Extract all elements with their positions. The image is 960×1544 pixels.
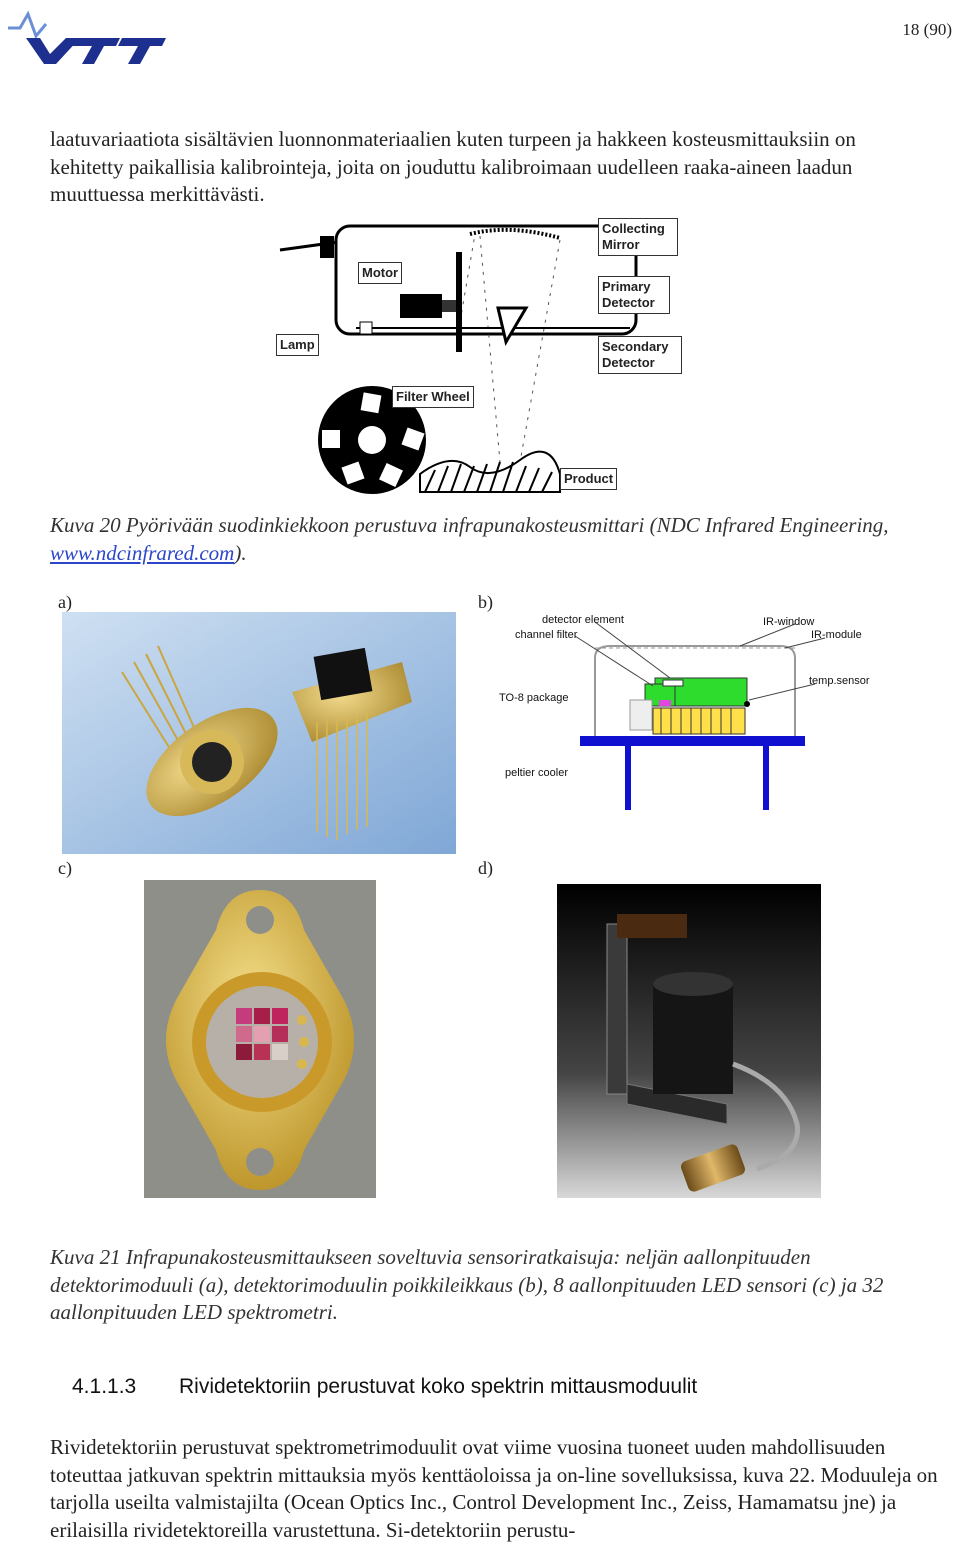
panel-b-diagram: detector element channel filter IR-windo… [495,608,920,838]
body-paragraph: Rividetektoriin perustuvat spektrometrim… [50,1435,938,1542]
label-lamp: Lamp [276,334,319,356]
section-title: Rividetektoriin perustuvat koko spektrin… [179,1375,698,1398]
label-product: Product [560,468,618,490]
panel-c-label: c) [58,858,72,878]
label-temp-sensor: temp.sensor [809,675,870,687]
figure-20-caption: Kuva 20 Pyörivään suodinkiekkoon perustu… [50,513,889,565]
panel-d-photo [557,884,821,1198]
page-number: 18 (90) [902,20,952,39]
label-secondary-detector: Secondary Detector [598,336,682,374]
panel-a-label: a) [58,592,72,612]
panel-a-photo [62,612,456,854]
panel-c-photo [144,880,376,1198]
vtt-logo [8,10,166,64]
intro-paragraph: laatuvariaatiota sisältävien luonnonmate… [50,127,856,206]
figure-20-illustration: Collecting Mirror Motor Primary Detector… [270,212,690,497]
ndc-link[interactable]: www.ndcinfrared.com [50,540,235,565]
label-to8-package: TO-8 package [499,692,569,704]
label-ir-module: IR-module [811,629,862,641]
moisture-meter-drawing [279,224,638,494]
panel-d-label: d) [478,858,493,878]
label-primary-detector: Primary Detector [598,276,670,314]
panel-b-label: b) [478,592,493,612]
label-motor: Motor [358,262,403,284]
label-collecting-mirror: Collecting Mirror [598,218,678,256]
section-number: 4.1.1.3 [72,1375,137,1398]
label-detector-element: detector element [542,614,624,626]
label-peltier-cooler: peltier cooler [505,767,568,779]
figure-21-caption: Kuva 21 Infrapunakosteusmittaukseen sove… [50,1245,884,1324]
label-channel-filter: channel filter [515,629,578,641]
label-filter-wheel: Filter Wheel [392,386,474,408]
label-ir-window: IR-window [763,616,815,628]
cross-section-drawing [574,621,826,810]
